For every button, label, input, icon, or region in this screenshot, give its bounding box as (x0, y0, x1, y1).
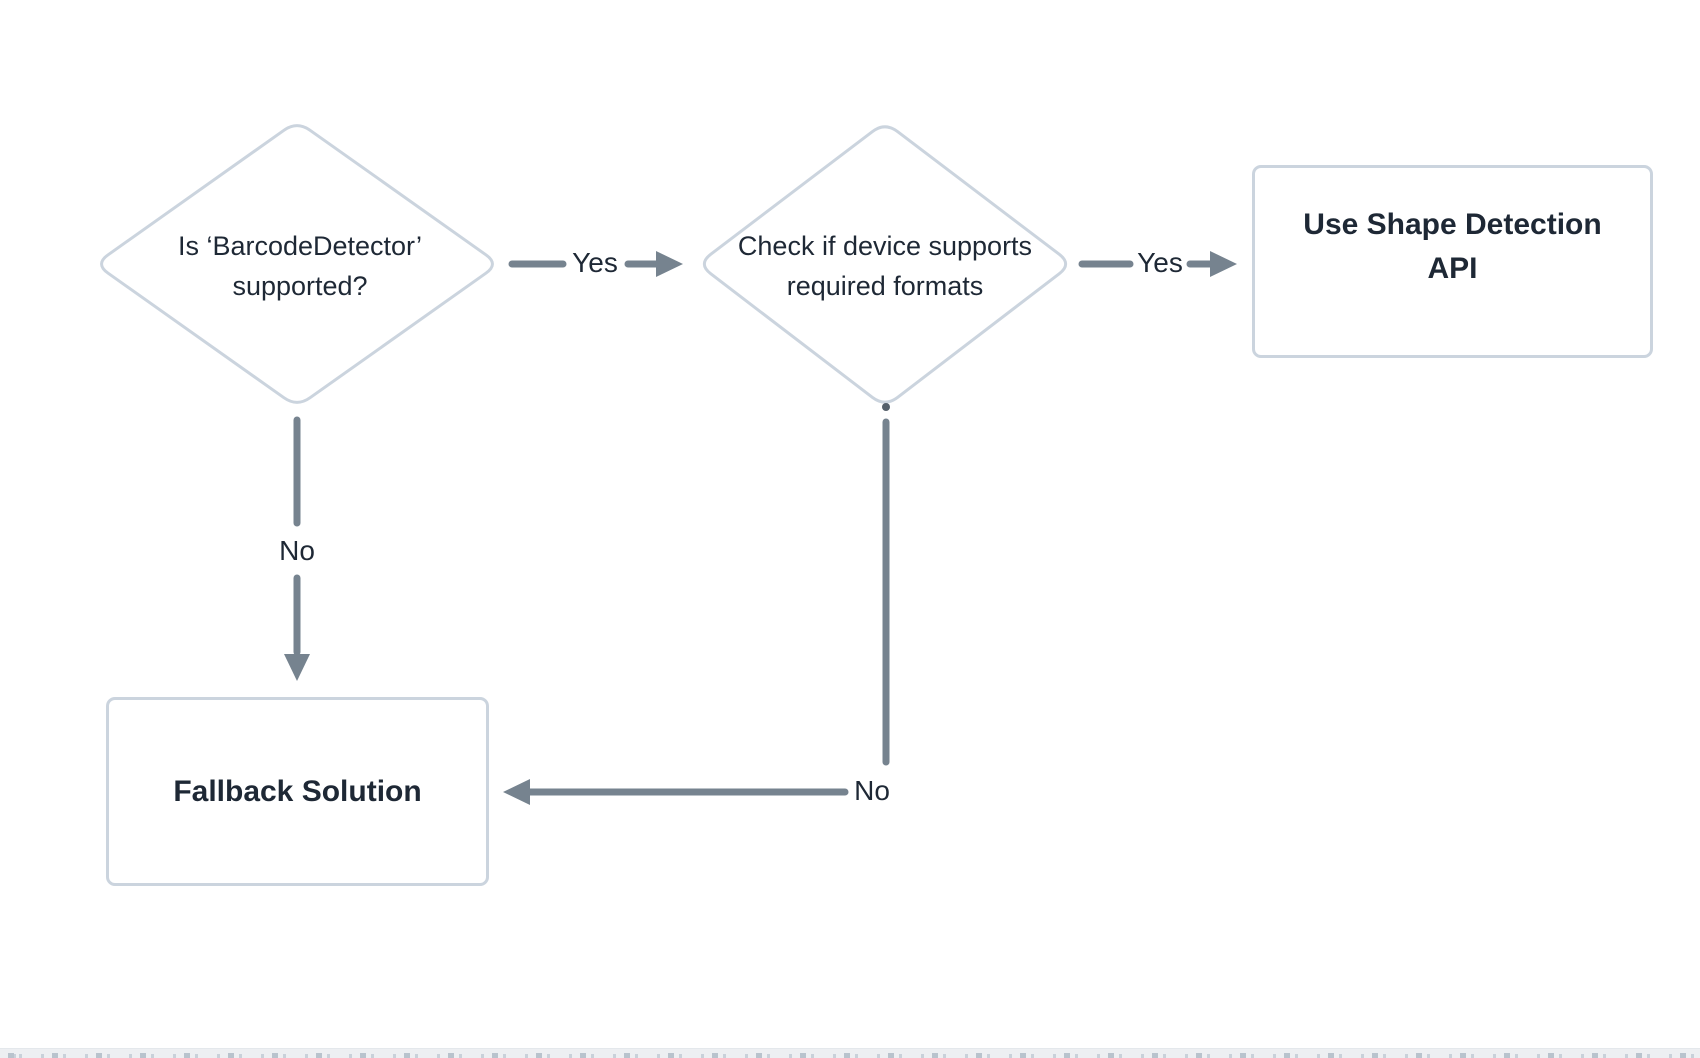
edge-label-yes: Yes (1137, 247, 1183, 278)
decision-node-formats-shape[interactable] (702, 125, 1068, 404)
edge-label-yes: Yes (572, 247, 618, 278)
process-node-label: Fallback Solution (173, 774, 422, 808)
decision-node-label: Is ‘BarcodeDetector’ supported? (177, 231, 423, 301)
bottom-ruler (0, 1048, 1700, 1058)
decision-node-label: Check if device supports required format… (737, 231, 1033, 301)
arrowhead-left-icon (503, 779, 530, 805)
edge-label-no: No (279, 535, 315, 566)
decision-node-barcodedetector-shape[interactable] (100, 124, 494, 404)
connector-endpoint-dot (882, 403, 890, 411)
edge-no-decision1-to-process2[interactable] (284, 416, 310, 681)
edge-label-no: No (854, 775, 890, 806)
edge-yes-decision2-to-process1[interactable] (1078, 251, 1237, 277)
edge-yes-decision1-to-decision2[interactable] (508, 251, 683, 277)
arrowhead-down-icon (284, 654, 310, 681)
process-node-use-shape-detection[interactable]: Use Shape Detection API (1252, 165, 1653, 358)
arrowhead-right-icon (1210, 251, 1237, 277)
process-node-label: Use Shape Detection API (1303, 207, 1602, 285)
process-node-fallback-solution[interactable]: Fallback Solution (106, 697, 489, 886)
arrowhead-right-icon (656, 251, 683, 277)
edge-no-decision2-to-process2[interactable] (503, 403, 890, 805)
